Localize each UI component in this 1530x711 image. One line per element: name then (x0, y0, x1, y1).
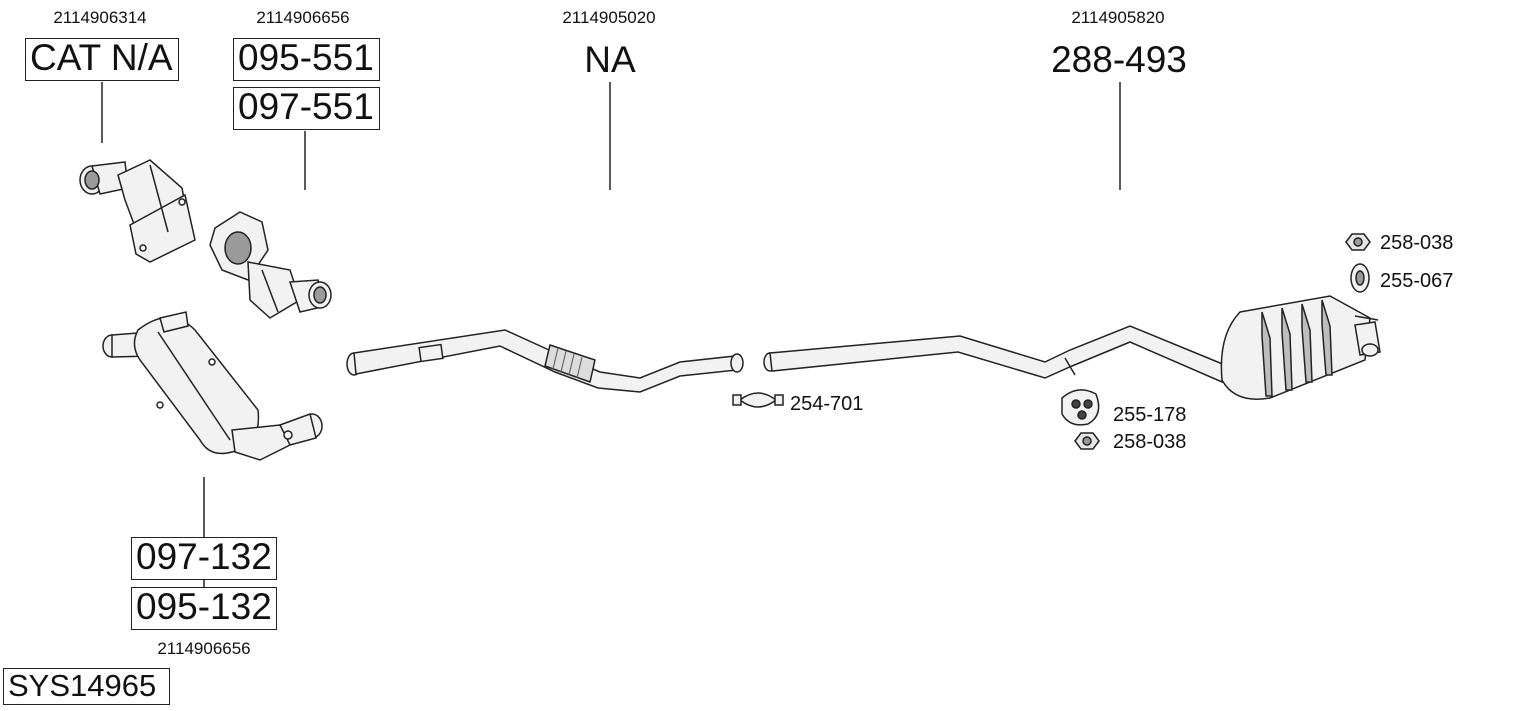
rubber-mount-icon (1350, 263, 1370, 293)
ref-number-cat2: 2114906656 (256, 8, 350, 27)
part-258-038-top[interactable]: 258-038 (1380, 232, 1454, 254)
system-id: SYS14965 (3, 668, 170, 705)
rear-pipe (763, 325, 1226, 384)
part-288-493[interactable]: 288-493 (1051, 39, 1187, 80)
part-097-551[interactable]: 097-551 (233, 87, 380, 130)
ref-number-cat: 2114906314 (53, 8, 147, 27)
clamp-icon (732, 392, 784, 408)
part-255-178[interactable]: 255-178 (1113, 404, 1187, 426)
part-258-038-bottom[interactable]: 258-038 (1113, 431, 1187, 453)
nut-bottom-icon (1074, 432, 1100, 450)
front-pipe (346, 329, 744, 393)
ref-number-dpf: 2114906656 (157, 639, 251, 658)
part-095-551[interactable]: 095-551 (233, 38, 380, 81)
part-254-701[interactable]: 254-701 (790, 393, 864, 415)
part-095-132[interactable]: 095-132 (131, 587, 277, 630)
part-097-132[interactable]: 097-132 (131, 537, 277, 580)
catalytic-converter-1 (79, 159, 196, 263)
nut-top-icon (1345, 233, 1371, 251)
rear-silencer (1220, 295, 1381, 400)
part-cat-na[interactable]: CAT N/A (25, 38, 179, 81)
part-255-067[interactable]: 255-067 (1380, 270, 1454, 292)
part-na[interactable]: NA (584, 39, 636, 80)
hanger-icon (1061, 389, 1100, 426)
ref-number-front-pipe: 2114905020 (562, 8, 656, 27)
ref-number-rear-silencer: 2114905820 (1071, 8, 1165, 27)
catalytic-converter-2 (209, 211, 332, 319)
diesel-particulate-filter (102, 311, 323, 461)
